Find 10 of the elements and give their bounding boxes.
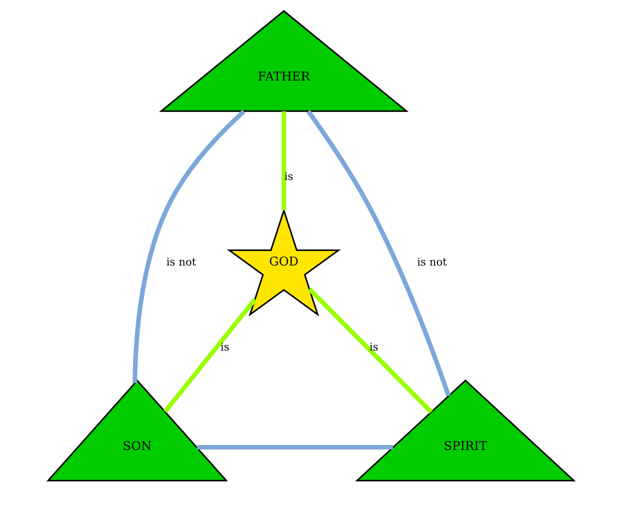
edge-label: is bbox=[220, 340, 230, 354]
connector bbox=[282, 111, 286, 210]
edge-label: is not bbox=[166, 255, 196, 268]
connector bbox=[196, 444, 394, 450]
connector bbox=[132, 110, 246, 384]
connector bbox=[163, 298, 257, 414]
connector bbox=[308, 288, 433, 414]
edge-label: is bbox=[369, 340, 378, 354]
edge-label: is not bbox=[417, 255, 447, 268]
connector bbox=[306, 110, 451, 397]
